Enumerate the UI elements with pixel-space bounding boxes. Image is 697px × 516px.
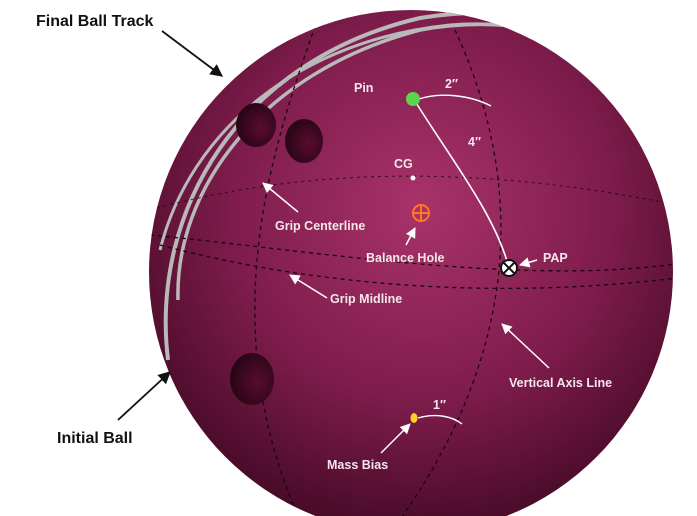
thumb-hole [230,353,274,405]
final-ball-track-label: Final Ball Track [36,13,153,30]
mass-bias-dimension-arc [417,414,463,425]
vertical-axis-line-arrow [501,323,550,369]
horizontal-reference-line [149,234,673,272]
finger-hole-right [285,119,323,163]
pap-marker [500,259,518,277]
grip-midline-label: Grip Midline [330,292,402,306]
grip-centerline-label: Grip Centerline [275,219,365,233]
initial-ball-label: Initial Ball [57,430,133,447]
balance-hole-arrow [405,227,416,246]
mass-bias-arrow [380,423,411,454]
pap-arrow [518,257,538,268]
initial-ball-arrow [117,371,171,421]
pap-label: PAP [543,251,568,265]
bowling-ball [149,10,673,516]
vertical-axis-line-label: Vertical Axis Line [509,376,612,390]
pin-marker [406,92,420,106]
cg-marker [410,175,416,181]
pin-label: Pin [354,81,373,95]
mass-bias-label: Mass Bias [327,458,388,472]
pin-to-pap-arc [412,97,510,269]
grip-midline [159,244,673,290]
cg-label: CG [394,157,413,171]
grip-midline-arrow [289,274,328,299]
balance-hole-label: Balance Hole [366,251,445,265]
final-ball-track-arrow [161,30,224,77]
mass-bias-1in-dimension-label: 1″ [433,398,446,412]
pin-2in-dimension-label: 2″ [445,77,458,91]
pin-dimension-arc [418,94,492,107]
balance-hole-marker [412,204,430,222]
finger-hole-left [236,103,276,147]
vertical-axis-line [399,29,502,516]
upper-arc-line [149,175,673,211]
grip-centerline-arrow [262,182,299,213]
pin-pap-4in-dimension-label: 4″ [468,135,481,149]
grip-centerline [254,17,319,516]
mass-bias-marker [410,413,418,423]
